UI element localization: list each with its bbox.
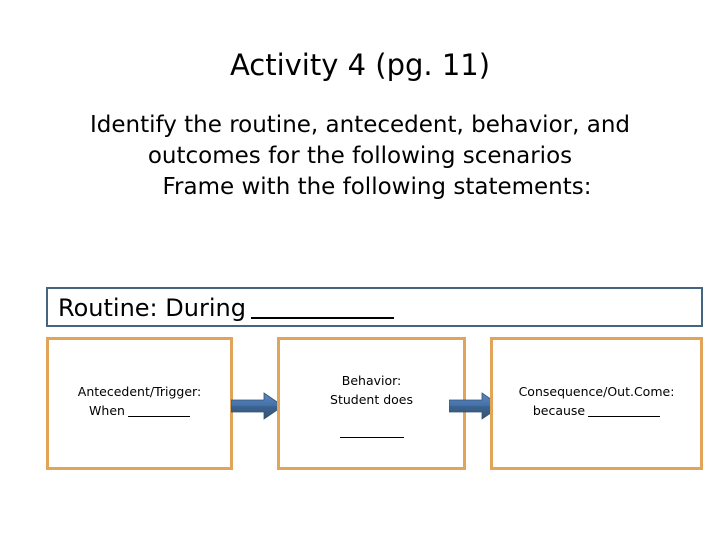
flow-box-behavior-text: Behavior: Student does: [280, 371, 463, 441]
routine-blank-line: [250, 317, 394, 319]
intro-line-2: outcomes for the following scenarios: [147, 143, 573, 169]
intro-paragraph: Identify the routine, antecedent, behavi…: [36, 110, 684, 203]
antecedent-blank-line: [127, 416, 190, 417]
right-arrow-icon: [230, 392, 284, 420]
behavior-prompt: [280, 422, 463, 441]
flow-box-behavior: Behavior: Student does: [277, 337, 466, 470]
consequence-blank-line: [588, 416, 661, 417]
routine-bar: Routine: During: [46, 287, 703, 327]
intro-line-1: Identify the routine, antecedent, behavi…: [90, 112, 630, 138]
behavior-spacer: [280, 409, 463, 422]
antecedent-heading: Antecedent/Trigger:: [77, 384, 202, 399]
arrow-antecedent-to-behavior: [230, 391, 284, 421]
antecedent-prompt: When: [49, 401, 230, 420]
behavior-blank-line: [339, 437, 404, 438]
consequence-prompt: because: [493, 401, 700, 420]
flow-box-consequence-text: Consequence/Out.Come: because: [493, 382, 700, 420]
flow-box-consequence: Consequence/Out.Come: because: [490, 337, 703, 470]
intro-line-3: Frame with the following statements:: [162, 174, 592, 200]
flow-box-antecedent-text: Antecedent/Trigger: When: [49, 382, 230, 420]
consequence-prompt-label: because: [532, 403, 586, 418]
behavior-prompt-label: Student does: [330, 392, 413, 407]
behavior-heading: Behavior:: [341, 373, 402, 388]
antecedent-prompt-label: When: [89, 403, 125, 418]
consequence-heading: Consequence/Out.Come:: [518, 384, 675, 399]
page-title: Activity 4 (pg. 11): [229, 48, 491, 82]
routine-label: Routine: During: [58, 294, 246, 322]
flow-box-antecedent: Antecedent/Trigger: When: [46, 337, 233, 470]
routine-statement: Routine: During: [58, 292, 394, 324]
